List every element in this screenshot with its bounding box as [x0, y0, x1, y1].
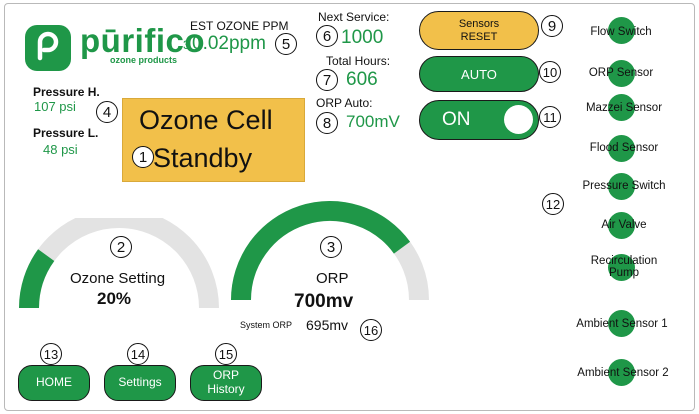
toggle-knob[interactable]	[504, 105, 533, 134]
sensor-label: Pressure Switch	[582, 180, 666, 192]
logo-mark-icon	[25, 25, 71, 71]
purifico-logo	[24, 24, 72, 72]
next-service-label: Next Service:	[318, 10, 390, 24]
callout-14: 14	[127, 343, 149, 365]
settings-button-label: Settings	[118, 375, 162, 390]
callout-1: 1	[132, 146, 154, 168]
ozone-cell-panel: Ozone Cell Standby	[122, 98, 305, 182]
system-orp-label: System ORP	[240, 320, 293, 330]
total-hours-value: 606	[346, 69, 378, 90]
power-toggle[interactable]: ON	[419, 100, 539, 140]
ozone-gauge-fill	[19, 249, 55, 309]
sensor-label: Ambient Sensor 2	[577, 367, 669, 379]
callout-9: 9	[541, 15, 563, 37]
callout-7: 7	[316, 69, 338, 91]
orp-gauge-fill	[231, 201, 411, 301]
pressure-high-value: 107 psi	[34, 99, 76, 114]
orp-history-button-label: ORP History	[207, 368, 245, 396]
callout-10: 10	[539, 61, 561, 83]
orp-label: ORP	[316, 270, 349, 287]
orp-auto-label: ORP Auto:	[316, 96, 373, 110]
sensor-label: Mazzei Sensor	[585, 102, 663, 114]
sensor-led	[607, 16, 635, 44]
dashboard-frame	[4, 3, 695, 411]
brand-tagline: ozone products	[110, 55, 177, 65]
orp-auto-value: 700mV	[346, 112, 400, 131]
ozone-setting-label: Ozone Setting	[70, 270, 166, 287]
callout-6: 6	[316, 25, 338, 47]
callout-13: 13	[40, 343, 62, 365]
sensor-led	[607, 93, 635, 121]
callout-5: 5	[275, 33, 297, 55]
callout-2: 2	[110, 236, 132, 258]
sensor-label: Recirculation Pump	[590, 255, 658, 280]
sensor-label: Flow Switch	[590, 26, 652, 38]
brand-name: pūrifico	[80, 22, 205, 59]
sensor-led	[607, 59, 635, 87]
ozone-setting-value: 20%	[97, 289, 132, 308]
orp-gauge	[231, 201, 429, 301]
ozone-cell-title: Ozone Cell	[139, 105, 273, 135]
sensor-label: ORP Sensor	[588, 67, 654, 79]
callout-11: 11	[539, 106, 561, 128]
pressure-low-label: Pressure L.	[33, 126, 99, 140]
sensor-led	[607, 253, 635, 281]
callout-15: 15	[215, 343, 237, 365]
auto-mode-label: AUTO	[461, 66, 497, 82]
orp-history-button[interactable]: ORP History	[190, 365, 262, 401]
ozone-cell-status: Standby	[153, 143, 253, 173]
sensor-led	[607, 309, 635, 337]
sensor-led	[607, 134, 635, 162]
sensor-led	[607, 358, 635, 386]
next-service-value: 1000	[341, 27, 384, 48]
pressure-high-label: Pressure H.	[33, 85, 100, 99]
total-hours-label: Total Hours:	[326, 54, 391, 68]
callout-16: 16	[360, 319, 382, 341]
ozone-ppm-value: 0.02ppm	[192, 33, 266, 54]
callout-8: 8	[316, 112, 338, 134]
sensors-reset-button[interactable]: Sensors RESET	[419, 11, 539, 50]
sensor-led	[607, 211, 635, 239]
sensor-label: Flood Sensor	[589, 142, 659, 154]
callout-4: 4	[96, 101, 118, 123]
orp-value: 700mv	[294, 291, 354, 312]
power-toggle-label: ON	[442, 109, 471, 130]
sensor-label: Ambient Sensor 1	[576, 318, 668, 330]
home-button-label: HOME	[36, 375, 72, 390]
sensor-label: Air Valve	[601, 219, 647, 231]
system-orp-value: 695mv	[306, 317, 349, 333]
settings-button[interactable]: Settings	[104, 365, 176, 401]
sensor-led	[607, 172, 635, 200]
pressure-low-value: 48 psi	[43, 142, 78, 157]
ozone-setting-gauge	[19, 218, 219, 309]
sensors-reset-label: Sensors RESET	[458, 17, 500, 43]
brand-trademark: 3	[183, 38, 190, 52]
callout-12: 12	[542, 193, 564, 215]
ozone-ppm-label: EST OZONE PPM	[190, 19, 289, 33]
auto-mode-button[interactable]: AUTO	[419, 56, 539, 92]
home-button[interactable]: HOME	[18, 365, 90, 401]
callout-3: 3	[320, 236, 342, 258]
